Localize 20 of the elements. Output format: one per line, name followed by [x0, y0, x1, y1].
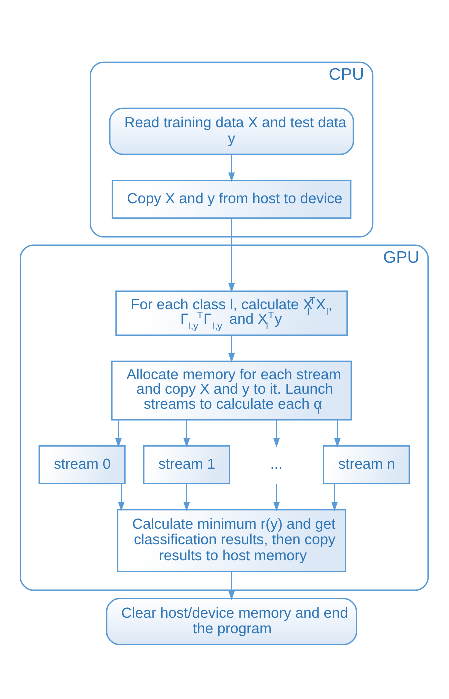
- node-box: Read training data X and test data y: [109, 108, 354, 156]
- node-box: stream n: [323, 446, 410, 484]
- node-box: stream 1: [143, 446, 230, 484]
- node-box: Calculate minimum r(y) and get classification results, then copy results to host memory: [117, 509, 346, 572]
- arrow: [228, 335, 236, 363]
- node-box: Clear host/device memory and end the program: [106, 598, 358, 646]
- node-box: stream 0: [38, 446, 126, 484]
- node-text: ...: [270, 456, 283, 473]
- arrow: [228, 154, 236, 182]
- arrow: [115, 420, 122, 448]
- arrow: [273, 484, 280, 512]
- arrow: [228, 572, 236, 600]
- arrow: [118, 484, 125, 512]
- arrow: [184, 484, 190, 512]
- node-box: Copy X and y from host to device: [112, 180, 352, 219]
- arrow: [331, 484, 338, 512]
- arrow: [273, 420, 280, 448]
- arrow: [184, 420, 190, 448]
- arrow: [228, 218, 236, 293]
- arrow: [334, 420, 341, 448]
